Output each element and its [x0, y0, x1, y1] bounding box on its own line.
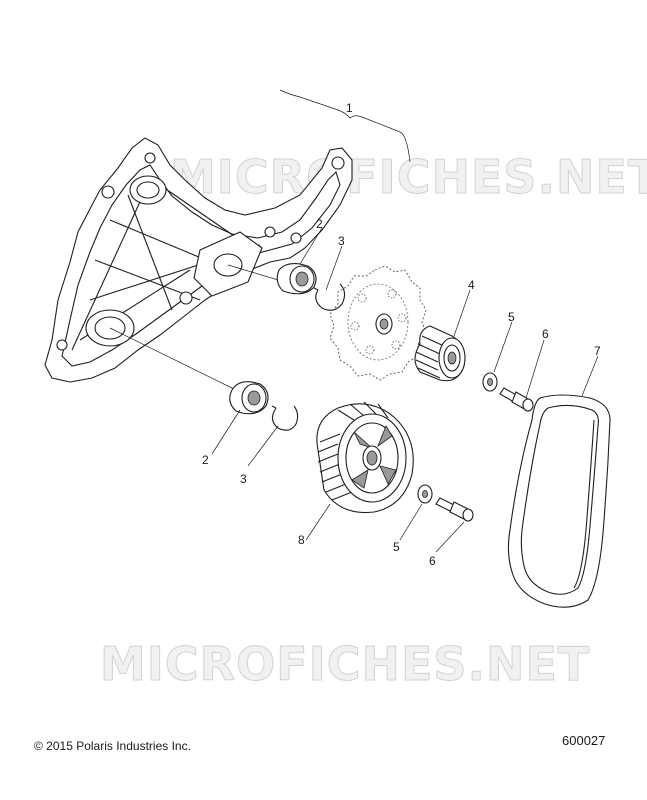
leader-8 — [305, 503, 331, 541]
driven-sprocket — [316, 401, 414, 514]
leader-6-lower — [435, 521, 465, 553]
upper-washer — [482, 372, 498, 392]
leader-4 — [453, 289, 471, 337]
drawing-number: 600027 — [562, 733, 606, 748]
upper-bearing — [276, 263, 317, 295]
copyright-notice: © 2015 Polaris Industries Inc. — [34, 739, 191, 753]
upper-bolt — [499, 387, 534, 412]
leader-3-upper — [325, 245, 343, 291]
callout-6-upper: 6 — [542, 327, 549, 341]
callout-5-lower: 5 — [393, 540, 400, 554]
drive-sprocket — [414, 325, 466, 382]
watermark-top: MICROFICHES.NET — [170, 150, 647, 204]
axis-line-lower — [109, 327, 237, 391]
callout-6-lower: 6 — [429, 554, 436, 568]
drive-belt — [507, 394, 611, 608]
axis-line-upper — [227, 264, 286, 283]
assembly-bracket — [279, 89, 411, 163]
brake-disc-dotted — [329, 265, 427, 381]
leader-7 — [581, 355, 599, 397]
lower-bearing — [229, 381, 269, 415]
callout-7: 7 — [594, 344, 601, 358]
callout-3-upper: 3 — [338, 234, 345, 248]
leader-5-upper — [493, 321, 513, 373]
callout-8: 8 — [298, 533, 305, 547]
callout-4: 4 — [468, 278, 475, 292]
callout-5-upper: 5 — [508, 310, 515, 324]
callout-2-upper: 2 — [316, 217, 323, 231]
leader-2-upper — [299, 227, 323, 265]
upper-snap-ring — [313, 283, 346, 311]
callout-2-lower: 2 — [202, 453, 209, 467]
callout-1: 1 — [346, 101, 353, 115]
watermark-bottom: MICROFICHES.NET — [100, 637, 590, 691]
leader-2-lower — [211, 409, 241, 455]
leader-3-lower — [247, 425, 279, 467]
lower-bolt — [435, 497, 474, 522]
lower-snap-ring — [271, 405, 299, 431]
lower-washer — [417, 484, 433, 504]
callout-3-lower: 3 — [240, 472, 247, 486]
leader-5-lower — [399, 503, 423, 541]
leader-6-upper — [525, 339, 545, 399]
